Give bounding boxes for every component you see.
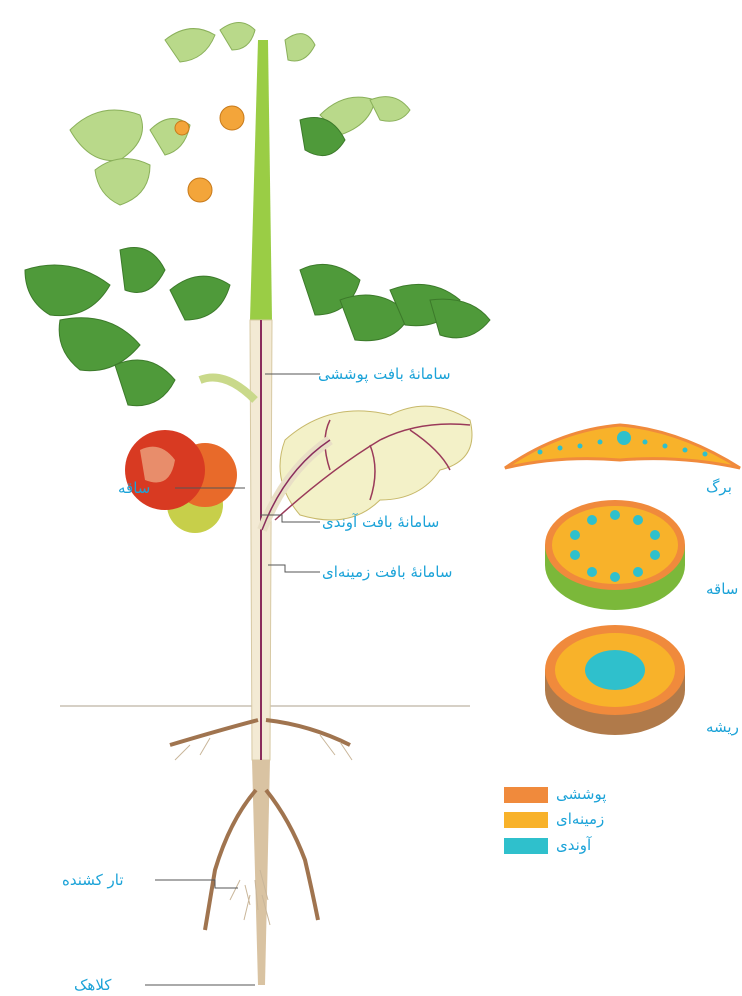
label-stem-section: ساقه xyxy=(706,580,738,598)
legend-label-ground: زمینه‌ای xyxy=(556,810,604,828)
legend-swatch-dermal xyxy=(504,787,548,803)
label-dermal-system: سامانهٔ بافت پوششی xyxy=(318,365,451,383)
legend-swatch-vascular xyxy=(504,838,548,854)
label-root-cap: کلاهک xyxy=(74,976,111,994)
label-ground-system: سامانهٔ بافت زمینه‌ای xyxy=(322,563,452,581)
upper-stem xyxy=(250,40,272,320)
legend-swatch-ground xyxy=(504,812,548,828)
label-root-section: ریشه xyxy=(706,718,739,736)
root-cross-section xyxy=(545,625,685,735)
stem-cross-section xyxy=(545,500,685,610)
flowers xyxy=(175,106,244,202)
legend-label-dermal: پوششی xyxy=(556,785,606,803)
label-leaf-section: برگ xyxy=(706,478,732,496)
label-stem: ساقه xyxy=(118,479,150,497)
tomato-branch xyxy=(200,378,255,401)
label-root-hair: تار کشنده xyxy=(62,871,124,889)
leaf-cross-section xyxy=(505,425,740,468)
label-vascular-system: سامانهٔ بافت آوندی xyxy=(322,513,439,531)
legend-label-vascular: آوندی xyxy=(556,836,591,854)
